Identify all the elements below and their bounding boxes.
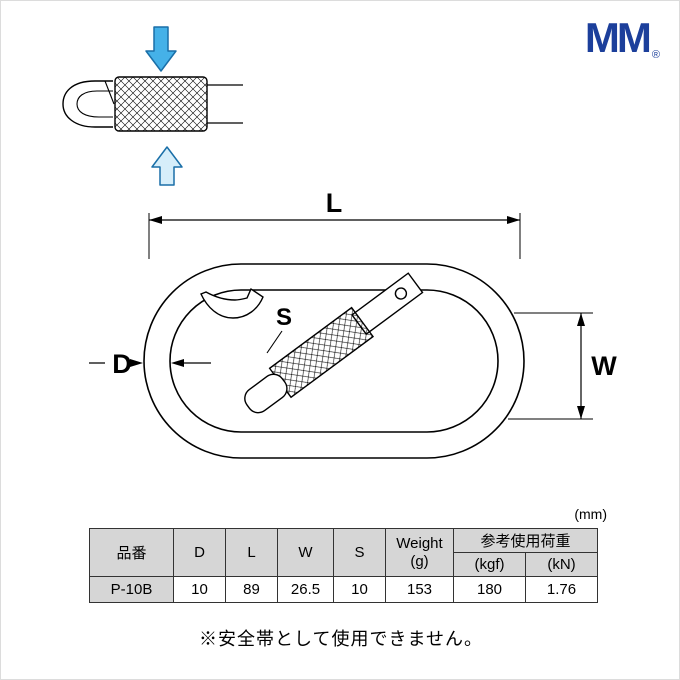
- dim-l-arrow-left: [149, 216, 162, 224]
- col-header-part-no: 品番: [89, 528, 174, 577]
- press-up-arrow-icon: [151, 146, 183, 186]
- detail-hook-nose: [62, 80, 113, 128]
- registered-mark: ®: [651, 49, 660, 61]
- cell-w: 26.5: [277, 576, 334, 603]
- dim-l-arrow-right: [507, 216, 520, 224]
- cell-l: 89: [225, 576, 278, 603]
- detail-knurled-sleeve: [114, 76, 208, 132]
- dim-s-leader: [266, 330, 283, 354]
- unit-note: (mm): [574, 506, 607, 522]
- col-header-weight: Weight (g): [385, 528, 454, 577]
- brand-logo-text: MM: [584, 14, 652, 61]
- dimension-label-l: L: [326, 188, 343, 218]
- col-header-working-load: 参考使用荷重: [453, 528, 598, 553]
- cell-weight: 153: [385, 576, 454, 603]
- dim-w-arrow-top: [577, 313, 585, 326]
- header-row-1: 品番 D L W S Weight (g) 参考使用荷重: [89, 528, 598, 577]
- gate-tip: [244, 373, 288, 414]
- screw-lock-detail-drawing: [62, 26, 243, 186]
- col-header-weight-label: Weight: [396, 535, 443, 553]
- spec-table-container: 品番 D L W S Weight (g) 参考使用荷重 (kgf) (kN) …: [89, 528, 598, 603]
- detail-hook-inner-line: [76, 90, 113, 118]
- col-header-s: S: [333, 528, 386, 577]
- cell-kn: 1.76: [525, 576, 598, 603]
- col-header-kgf: (kgf): [453, 552, 526, 577]
- brand-logo: MM®: [584, 14, 660, 61]
- cell-d: 10: [173, 576, 226, 603]
- dimension-label-w: W: [591, 351, 617, 381]
- col-header-l: L: [225, 528, 278, 577]
- spec-table: 品番 D L W S Weight (g) 参考使用荷重 (kgf) (kN) …: [89, 528, 598, 603]
- cell-part-no: P-10B: [89, 576, 174, 603]
- col-header-kn: (kN): [525, 552, 598, 577]
- header-row-2: (kgf) (kN): [90, 552, 598, 577]
- carabiner-body-drawing: L S D: [89, 188, 617, 459]
- col-header-w: W: [277, 528, 334, 577]
- carabiner-technical-drawing: L S D: [62, 26, 617, 459]
- gate-pivot-pin: [394, 287, 408, 300]
- cell-kgf: 180: [453, 576, 526, 603]
- dimension-label-d: D: [112, 349, 132, 379]
- dimension-label-s: S: [276, 304, 292, 331]
- cell-s: 10: [333, 576, 386, 603]
- gate-assembly: [244, 272, 424, 414]
- col-header-d: D: [173, 528, 226, 577]
- safety-footnote: ※安全帯として使用できません。: [199, 629, 483, 649]
- detail-joint-line: [104, 80, 115, 105]
- latch-notch: [200, 287, 264, 319]
- press-down-arrow-icon: [145, 26, 177, 72]
- dim-d-arrow-right: [130, 359, 143, 367]
- dim-w-arrow-bottom: [577, 406, 585, 419]
- dim-d-arrow-left-inner: [171, 359, 184, 367]
- col-header-weight-unit: (g): [410, 552, 429, 570]
- data-row-p10b: P-10B 10 89 26.5 10 153 180 1.76: [89, 576, 598, 603]
